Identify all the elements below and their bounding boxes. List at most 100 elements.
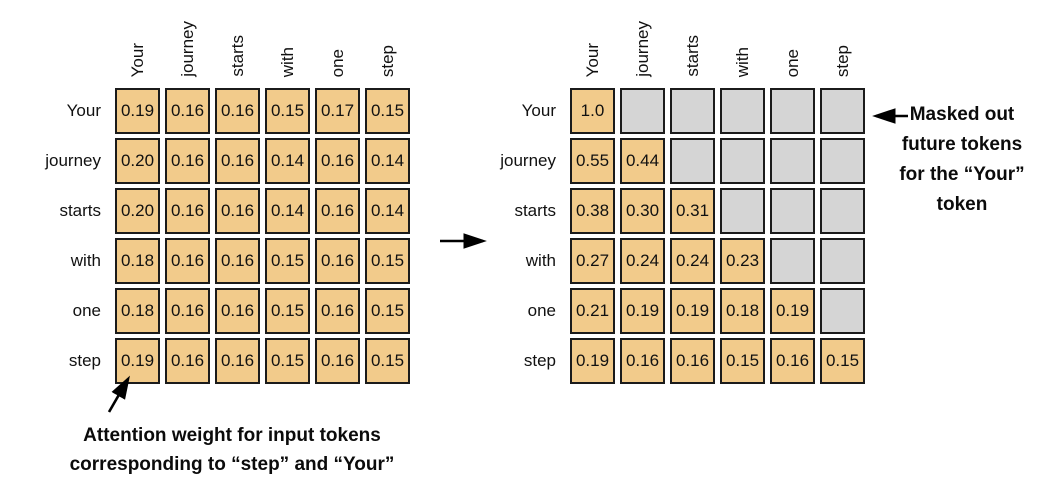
matrix-cell: 0.19 — [670, 288, 715, 334]
matrix-cell: 0.24 — [670, 238, 715, 284]
masked-cell — [670, 138, 715, 184]
masked-cell — [720, 188, 765, 234]
matrix-cell: 0.15 — [365, 338, 410, 384]
matrix-corner — [465, 6, 565, 84]
matrix-cell: 0.15 — [265, 88, 310, 134]
masked-cell — [820, 188, 865, 234]
matrix-cell: 0.15 — [365, 288, 410, 334]
matrix-cell: 0.16 — [315, 338, 360, 384]
matrix-cell: 0.18 — [115, 238, 160, 284]
matrix-cell: 0.16 — [215, 88, 260, 134]
column-header-label: step — [378, 44, 397, 77]
column-header-label: starts — [683, 35, 702, 77]
row-header-label: one — [527, 301, 556, 320]
matrix-cell: 0.16 — [315, 238, 360, 284]
masked-cell — [670, 88, 715, 134]
matrix-cell: 0.19 — [115, 338, 160, 384]
masked-cell — [820, 288, 865, 334]
masked-cell — [770, 88, 815, 134]
matrix-cell: 0.38 — [570, 188, 615, 234]
masked-cell — [770, 138, 815, 184]
matrix-cell: 0.17 — [315, 88, 360, 134]
column-header: step — [365, 6, 410, 84]
matrix-cell: 0.14 — [265, 138, 310, 184]
annotation-line: for the “Your” — [899, 164, 1025, 185]
column-header-label: one — [328, 48, 347, 77]
matrix-corner — [10, 6, 110, 84]
matrix-cell: 0.16 — [620, 338, 665, 384]
matrix-cell: 0.16 — [165, 138, 210, 184]
row-header-label: step — [523, 351, 556, 370]
matrix-cell: 0.21 — [570, 288, 615, 334]
matrix-cell: 1.0 — [570, 88, 615, 134]
matrix-cell: 0.18 — [720, 288, 765, 334]
row-header-label: Your — [521, 101, 556, 120]
matrix-cell: 0.16 — [315, 288, 360, 334]
matrix-cell: 0.44 — [620, 138, 665, 184]
matrix-cell: 0.15 — [265, 238, 310, 284]
masked-cell — [820, 238, 865, 284]
matrix-cell: 0.16 — [165, 288, 210, 334]
column-header: Your — [115, 6, 160, 84]
row-header-label: starts — [514, 201, 556, 220]
column-header: starts — [670, 6, 715, 84]
annotation-line: Attention weight for input tokens — [83, 425, 381, 446]
matrix-cell: 0.15 — [365, 88, 410, 134]
matrix-cell: 0.16 — [315, 138, 360, 184]
matrix-cell: 0.16 — [165, 238, 210, 284]
row-header-label: journey — [45, 151, 101, 170]
matrix-cell: 0.19 — [570, 338, 615, 384]
column-header: with — [265, 6, 310, 84]
row-header-label: step — [68, 351, 101, 370]
attention-weight-annotation: Attention weight for input tokens corres… — [62, 421, 402, 479]
column-header: one — [770, 6, 815, 84]
column-header-label: journey — [178, 21, 197, 77]
matrix-cell: 0.18 — [115, 288, 160, 334]
masked-cell — [770, 238, 815, 284]
matrix-cell: 0.15 — [820, 338, 865, 384]
column-header-label: Your — [583, 42, 602, 77]
column-header: step — [820, 6, 865, 84]
column-header-label: with — [278, 46, 297, 77]
matrix-cell: 0.19 — [770, 288, 815, 334]
column-header: starts — [215, 6, 260, 84]
matrix-cell: 0.16 — [215, 188, 260, 234]
column-header-label: step — [833, 44, 852, 77]
annotation-line: corresponding to “step” and “Your” — [69, 454, 395, 475]
matrix-cell: 0.19 — [620, 288, 665, 334]
matrix-cell: 0.15 — [720, 338, 765, 384]
matrix-cell: 0.15 — [265, 338, 310, 384]
matrix-cell: 0.16 — [315, 188, 360, 234]
matrix-cell: 0.16 — [165, 88, 210, 134]
matrix-cell: 0.15 — [365, 238, 410, 284]
matrix-cell: 0.20 — [115, 138, 160, 184]
column-header: journey — [620, 6, 665, 84]
column-header: Your — [570, 6, 615, 84]
row-header-label: with — [525, 251, 556, 270]
masked-cell — [720, 88, 765, 134]
matrix-cell: 0.16 — [770, 338, 815, 384]
matrix-cell: 0.14 — [365, 188, 410, 234]
annotation-line: Masked out — [909, 104, 1015, 125]
matrix-cell: 0.16 — [215, 288, 260, 334]
matrix-cell: 0.20 — [115, 188, 160, 234]
matrix-cell: 0.24 — [620, 238, 665, 284]
matrix-cell: 0.16 — [165, 188, 210, 234]
masked-cell — [620, 88, 665, 134]
matrix-cell: 0.55 — [570, 138, 615, 184]
masked-tokens-annotation: Masked out future tokens for the “Your” … — [881, 100, 1042, 220]
column-header-label: one — [783, 48, 802, 77]
column-header: one — [315, 6, 360, 84]
matrix-cell: 0.16 — [165, 338, 210, 384]
annotation-line: token — [936, 194, 988, 215]
masked-cell — [720, 138, 765, 184]
masked-cell — [770, 188, 815, 234]
matrix-cell: 0.16 — [670, 338, 715, 384]
matrix-cell: 0.14 — [365, 138, 410, 184]
matrix-cell: 0.19 — [115, 88, 160, 134]
matrix-cell: 0.15 — [265, 288, 310, 334]
matrix-cell: 0.14 — [265, 188, 310, 234]
